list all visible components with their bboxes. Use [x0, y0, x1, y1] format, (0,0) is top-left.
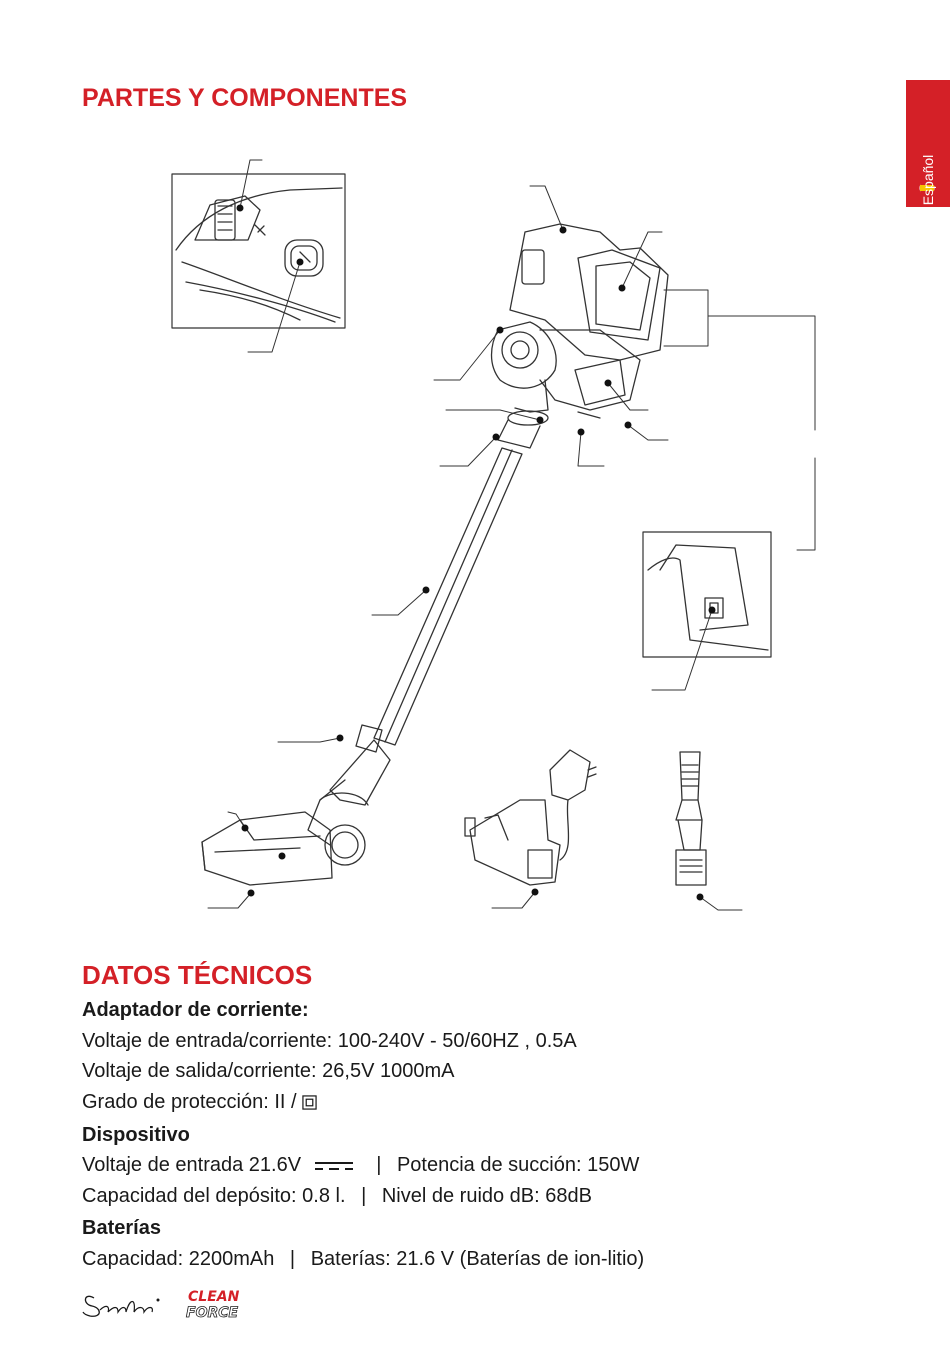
brush-accessory-drawing	[675, 751, 707, 886]
control-panel-inset	[171, 173, 346, 329]
noise-level-text: Nivel de ruido dB: 68dB	[381, 1185, 592, 1207]
samba-clean-force-logo: CLEAN FORCE	[82, 1289, 240, 1321]
leader-line-base	[491, 891, 536, 909]
main-unit-drawing	[490, 223, 669, 449]
output-voltage-text: Voltaje de salida/corriente: 26,5V 1000m…	[82, 1060, 455, 1082]
battery-release-inset	[642, 531, 772, 658]
tank-capacity-text: Capacidad del depósito: 0.8 l.	[82, 1185, 346, 1207]
battery-capacity-text: Capacidad: 2200mAh	[82, 1248, 275, 1270]
logo-force-text: FORCE	[186, 1305, 239, 1321]
suction-power-text: Potencia de succión: 150W	[396, 1154, 640, 1176]
leader-line-brush	[699, 896, 743, 911]
input-voltage-text: Voltaje de entrada/corriente: 100-240V -…	[82, 1030, 577, 1052]
control-panel-drawing	[175, 187, 343, 323]
technical-data-title: DATOS TÉCNICOS	[82, 960, 313, 990]
wand-tube-drawing	[355, 447, 523, 753]
dc-current-icon	[314, 1161, 353, 1170]
battery-release-drawing	[647, 544, 769, 651]
class-ii-symbol-icon	[302, 1095, 317, 1110]
charging-base-drawing	[464, 749, 597, 886]
battery-type-text: Baterías: 21.6 V (Baterías de ion-litio)	[310, 1248, 645, 1270]
protection-row: Grado de protección: II /	[82, 1091, 317, 1114]
leader-line-1	[239, 159, 263, 209]
separator: |	[376, 1154, 382, 1176]
device-row-2: Capacidad del depósito: 0.8 l. | Nivel d…	[82, 1185, 592, 1208]
floor-head-drawing	[201, 739, 391, 886]
separator: |	[289, 1248, 296, 1270]
parts-title: PARTES Y COMPONENTES	[82, 84, 408, 112]
battery-row: Capacidad: 2200mAh | Baterías: 21.6 V (B…	[82, 1248, 644, 1271]
spain-flag-icon	[919, 180, 935, 196]
language-tab: Español	[906, 80, 950, 207]
device-row-1: Voltaje de entrada 21.6V | Potencia de s…	[82, 1154, 639, 1177]
leader-line-battery	[651, 609, 713, 691]
battery-heading: Baterías	[82, 1217, 161, 1239]
device-voltage-text: Voltaje de entrada 21.6V	[82, 1154, 302, 1176]
protection-text: Grado de protección: II /	[82, 1091, 297, 1113]
separator: |	[361, 1185, 367, 1207]
parts-diagram	[171, 159, 816, 911]
adapter-heading: Adaptador de corriente:	[82, 999, 309, 1021]
callout-dots	[236, 204, 716, 901]
logo-clean-text: CLEAN	[188, 1289, 240, 1305]
leader-line-2	[247, 261, 301, 353]
device-heading: Dispositivo	[82, 1124, 190, 1146]
